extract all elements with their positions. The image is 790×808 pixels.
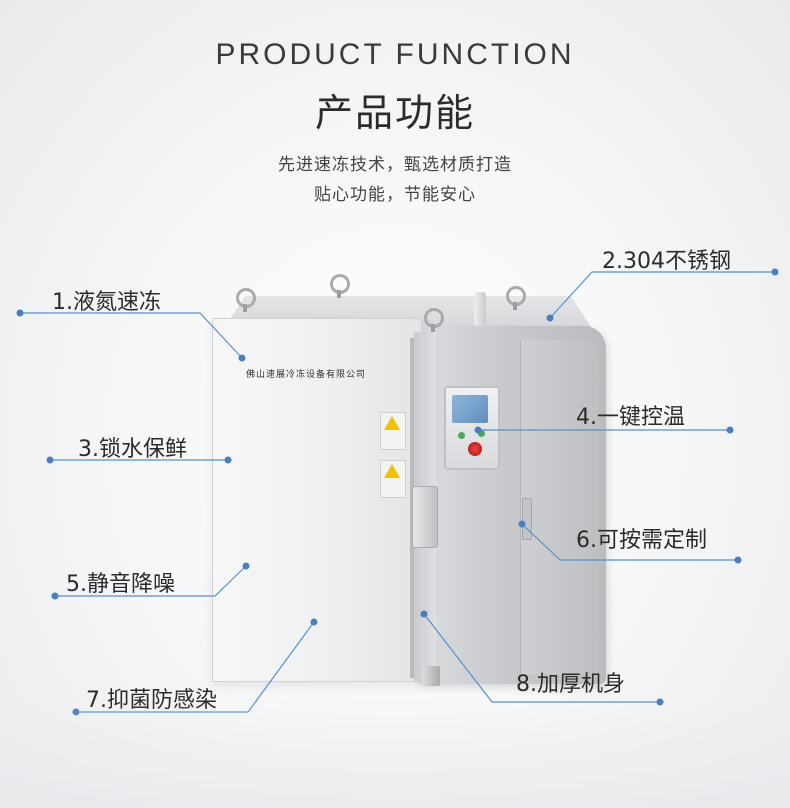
- subtitle-line-2: 贴心功能，节能安心: [314, 185, 476, 205]
- leader-dot-1a: [16, 309, 24, 317]
- leader-1: [20, 312, 243, 359]
- callout-label-2: 2.304不锈钢: [602, 249, 731, 274]
- drain-valve: [422, 666, 440, 686]
- eyebolt-stem: [431, 324, 435, 332]
- callout-label-4: 4.一键控温: [576, 405, 685, 430]
- callout-label-5: 5.静音降噪: [66, 572, 175, 597]
- leader-2: [549, 271, 775, 319]
- callout-label-8: 8.加厚机身: [516, 672, 625, 697]
- footer-fade: [0, 700, 790, 808]
- warning-triangle-icon: [384, 464, 400, 478]
- display-screen: [452, 395, 488, 423]
- leader-dot-5a: [51, 592, 59, 600]
- callout-label-6: 6.可按需定制: [576, 528, 707, 553]
- green-button-icon: [478, 430, 485, 437]
- vent-pipe: [474, 292, 486, 326]
- warning-triangle-icon: [384, 416, 400, 430]
- eyebolt-stem: [337, 290, 341, 298]
- leader-dot-3a: [46, 456, 54, 464]
- green-button-icon: [458, 432, 465, 439]
- eyebolt-stem: [513, 302, 517, 310]
- leader-dot-4b: [726, 426, 734, 434]
- door-handle: [412, 486, 438, 548]
- eyebolt-stem: [243, 304, 247, 312]
- callout-label-3: 3.锁水保鲜: [78, 437, 187, 462]
- chinese-title: 产品功能: [314, 91, 475, 135]
- leader-dot-6b: [734, 556, 742, 564]
- side-latch: [522, 498, 532, 540]
- english-title: PRODUCT FUNCTION: [215, 38, 575, 71]
- brand-plate-text: 佛山速展冷冻设备有限公司: [246, 370, 367, 380]
- leader-dot-2a: [771, 268, 779, 276]
- callout-label-1: 1.液氮速冻: [52, 290, 161, 315]
- subtitle-line-1: 先进速冻技术，甄选材质打造: [278, 155, 512, 175]
- emergency-stop-icon: [468, 442, 482, 456]
